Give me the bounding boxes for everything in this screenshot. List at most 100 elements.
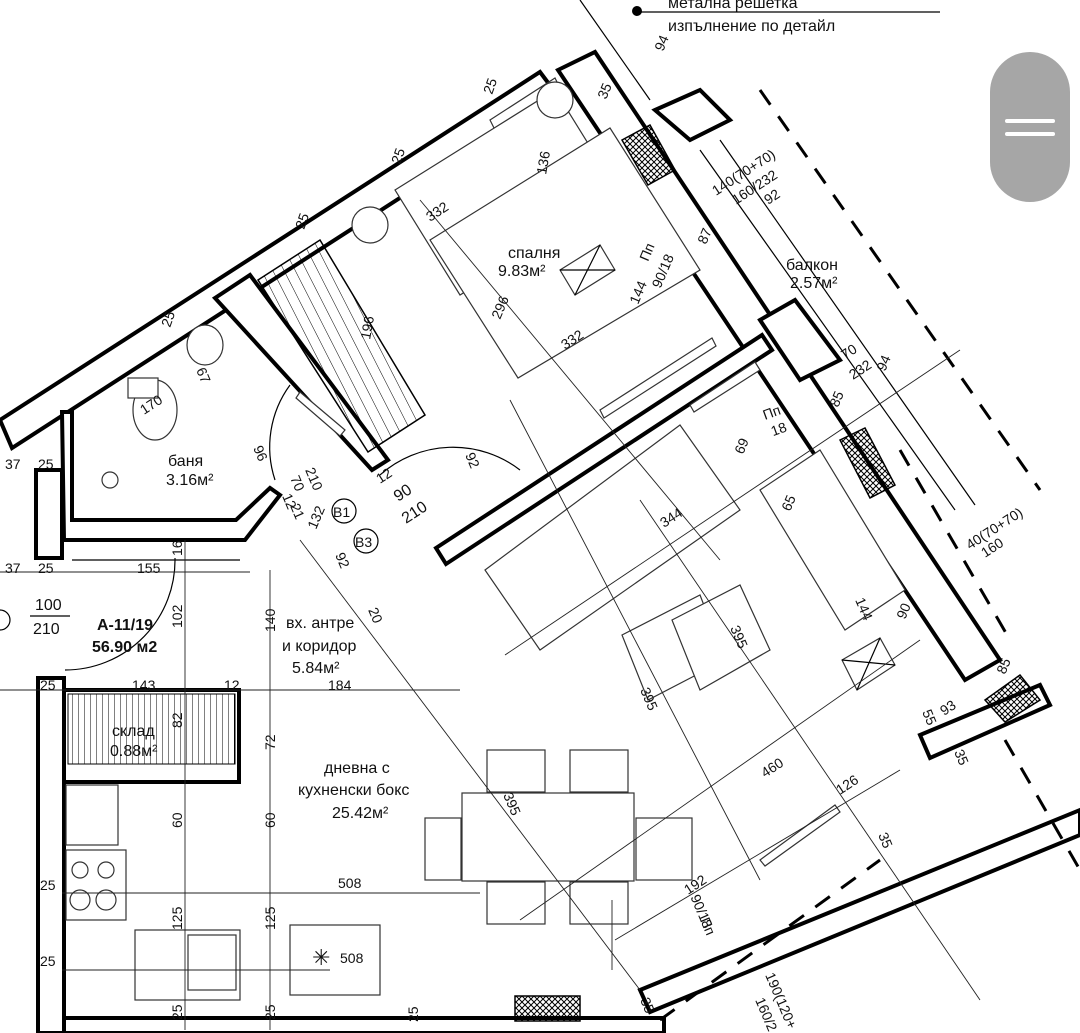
staircase	[256, 238, 427, 454]
dim-12-a: 12	[373, 464, 395, 486]
bedroom-area: 9.83м²	[498, 263, 546, 280]
dim-69: 69	[731, 435, 752, 456]
apartment-area: 56.90 м2	[92, 639, 157, 656]
pp-label-1: Пп	[636, 241, 658, 264]
dim-37-a: 37	[5, 456, 21, 472]
bathroom-name: баня	[168, 453, 203, 470]
dim-136: 136	[533, 150, 553, 176]
dim-25-g: 25	[405, 1006, 421, 1022]
dim-143: 143	[132, 677, 156, 693]
dimension-lines	[0, 199, 981, 1030]
dim-25-k: 25	[40, 877, 56, 893]
storage-name: склад	[112, 723, 155, 740]
dim-210-c: 210	[302, 465, 326, 493]
dim-82: 82	[169, 712, 185, 728]
dim-25-f: 25	[262, 1004, 278, 1020]
dim-21: 21	[287, 501, 308, 522]
living-area: 25.42м²	[332, 805, 389, 822]
dim-16: 16	[169, 540, 185, 556]
dim-20: 20	[365, 605, 386, 626]
balcony-area: 2.57м²	[790, 275, 838, 292]
bedroom-name: спалня	[508, 245, 560, 262]
dim-25-d: 25	[158, 309, 178, 329]
interior-walls	[59, 87, 844, 567]
dim-72: 72	[262, 734, 278, 750]
apartment-id: А-11/19	[97, 617, 153, 634]
living-line2: кухненски бокс	[298, 782, 409, 799]
dimension-labels: 25 25 25 25 35 136 332 296 332 196 144 8…	[5, 32, 1025, 1033]
dim-90-a: 90	[893, 600, 914, 621]
dim-55: 55	[919, 707, 940, 728]
dim-85-a: 85	[826, 388, 847, 409]
dim-94-a: 94	[651, 32, 672, 53]
dim-37-b: 37	[5, 560, 21, 576]
dim-102: 102	[169, 604, 185, 628]
dim-25-l: 25	[40, 953, 56, 969]
dim-25-i: 25	[38, 560, 54, 576]
dim-92-b: 92	[462, 450, 483, 471]
dim-87: 87	[694, 225, 715, 246]
dim-93: 93	[937, 696, 959, 718]
dim-508-b: 508	[340, 950, 364, 966]
door-tag-b1-label: B1	[333, 504, 350, 520]
dim-126: 126	[833, 771, 861, 797]
dim-70: 70	[838, 340, 860, 362]
dim-35-c: 35	[875, 830, 896, 851]
dim-100: 100	[35, 597, 62, 614]
storage-area: 0.88м²	[110, 743, 158, 760]
dim-125-b: 125	[262, 906, 278, 930]
balcony-railing	[579, 0, 1080, 1022]
living-line1: дневна с	[324, 760, 390, 777]
pp-label-2: Пп	[761, 402, 783, 423]
balcony-name: балкон	[786, 257, 838, 274]
note-line1: метална решетка	[668, 0, 798, 12]
hamburger-icon	[1005, 110, 1055, 145]
dim-155: 155	[137, 560, 161, 576]
dim-92-c: 92	[332, 550, 353, 571]
exterior-walls	[0, 49, 1080, 1033]
dim-85-b: 85	[993, 655, 1014, 676]
dim-35-b: 35	[951, 747, 972, 768]
dim-125-a: 125	[169, 906, 185, 930]
dim-132: 132	[304, 503, 328, 531]
dim-60-a: 60	[169, 812, 185, 828]
dim-210a: 210	[33, 621, 60, 638]
dim-184: 184	[328, 677, 352, 693]
dim-25-e: 25	[169, 1004, 185, 1020]
dim-35-d: 35	[637, 995, 658, 1016]
dim-65: 65	[778, 492, 799, 513]
dim-460: 460	[758, 754, 786, 780]
furniture	[64, 81, 906, 1001]
door-tag-b1	[331, 498, 357, 524]
dim-96: 96	[250, 443, 271, 464]
dim-92-a: 92	[761, 185, 783, 207]
dim-25-b: 25	[388, 146, 408, 166]
corridor-line1: вх. антре	[286, 615, 354, 632]
dim-60-b: 60	[262, 812, 278, 828]
pp-value-2: 18	[769, 419, 789, 439]
structural-columns	[514, 123, 1042, 1022]
dim-67: 67	[193, 365, 214, 386]
dim-508-a: 508	[338, 875, 362, 891]
dim-196: 196	[357, 315, 377, 341]
dim-25-j: 25	[40, 677, 56, 693]
pp-value-3: 90/18	[687, 892, 716, 931]
note-line2: изпълнение по детайл	[668, 18, 835, 35]
door-tag-b3	[353, 528, 379, 554]
corridor-line2: и коридор	[282, 638, 357, 655]
menu-button[interactable]	[990, 52, 1070, 202]
dim-140-b: 140	[262, 608, 278, 632]
dim-25-h: 25	[38, 456, 54, 472]
dim-70-b: 70	[287, 473, 308, 494]
corridor-area: 5.84м²	[292, 660, 340, 677]
dim-35-a: 35	[594, 80, 615, 101]
dim-12-c: 12	[224, 677, 240, 693]
pp-label-3: Пп	[697, 915, 719, 938]
dim-90-b: 90	[391, 481, 415, 505]
bathroom-area: 3.16м²	[166, 472, 214, 489]
dim-12-b: 12	[279, 491, 300, 512]
hood-star-icon: ✳	[312, 945, 330, 970]
dim-25-c: 25	[292, 211, 312, 231]
dim-25-a: 25	[480, 76, 500, 96]
